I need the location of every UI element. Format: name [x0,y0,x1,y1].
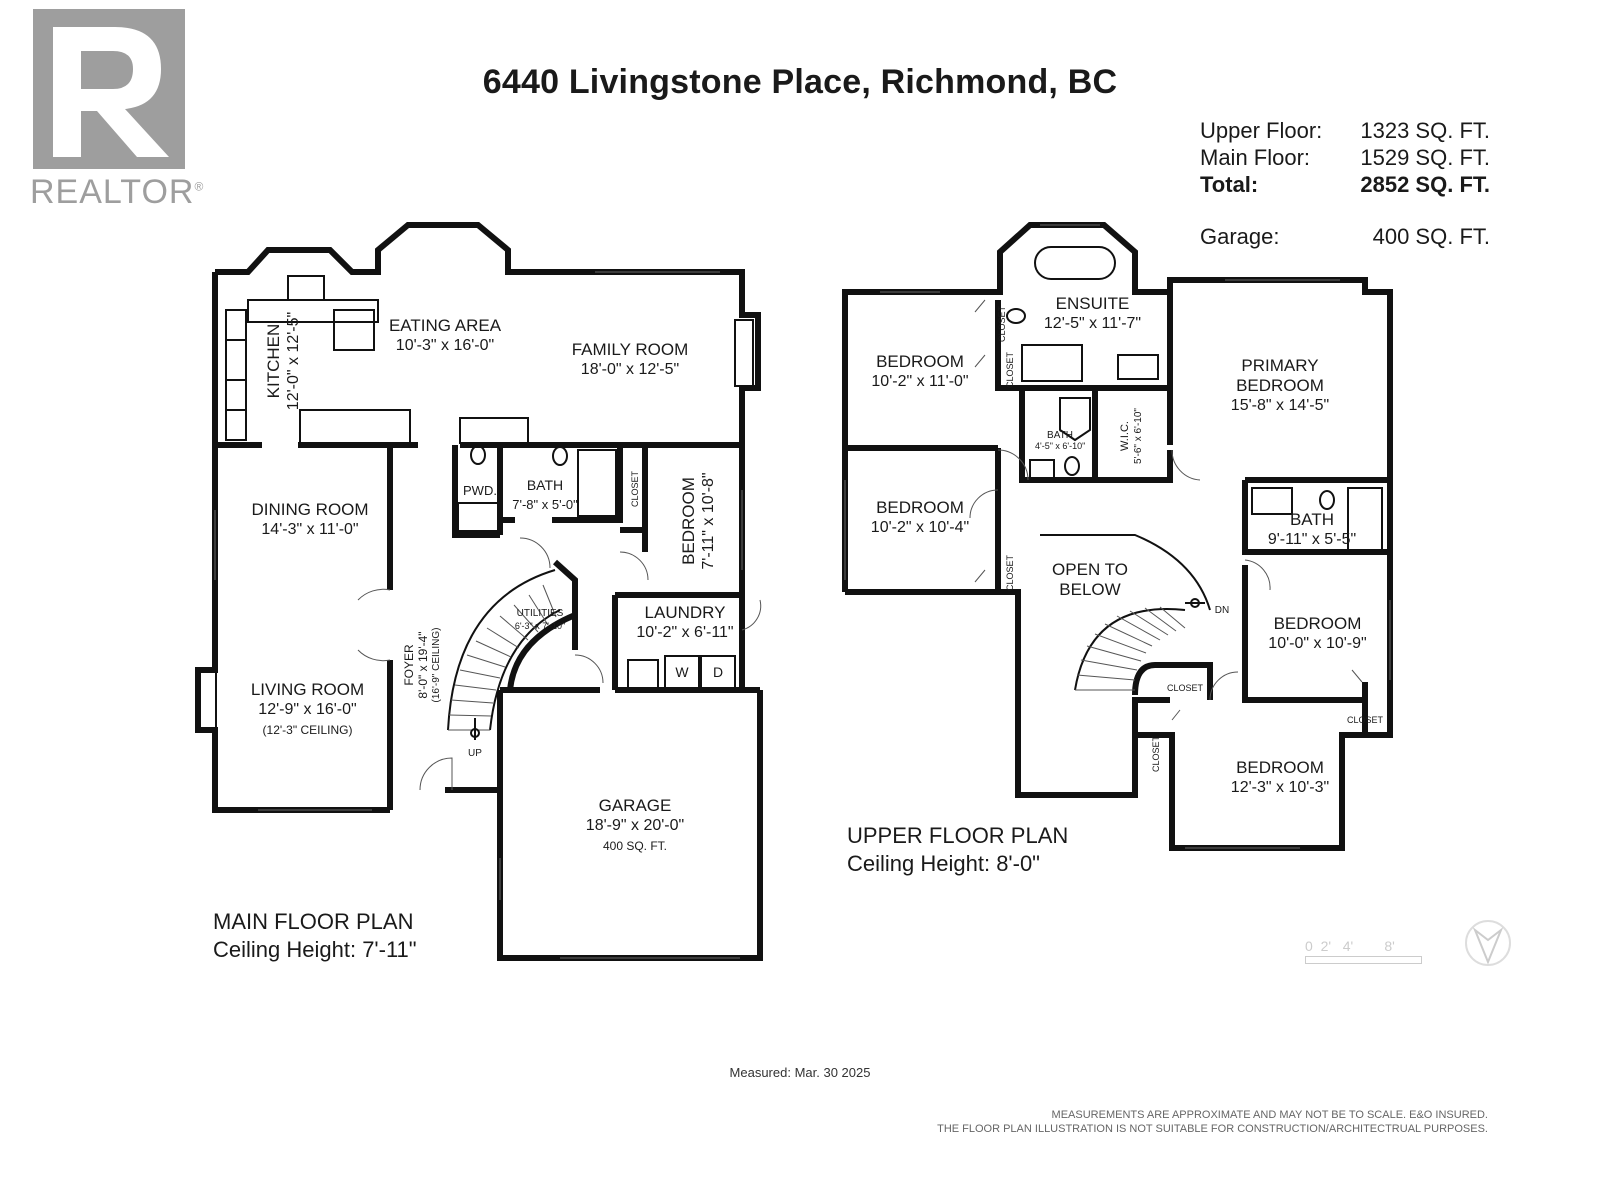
closet-bedroom-e: CLOSET [1346,715,1383,725]
main-floor-walls [195,222,763,961]
room-powder: PWD. [463,483,497,498]
closet-bedroom-w: CLOSET [1005,555,1015,592]
closet-ensuite-2: CLOSET [1005,352,1015,389]
realtor-logo-mark [33,9,185,169]
realtor-logo-text: REALTOR® [30,173,205,211]
disclaimer: MEASUREMENTS ARE APPROXIMATE AND MAY NOT… [937,1109,1488,1135]
stair-up-label: UP [468,748,482,759]
scale-bar: 0 2' 4' 8' [1305,938,1422,964]
area-row-total: Total:2852 SQ. FT. [1200,172,1490,197]
upper-floor-walls [842,222,1393,851]
area-row-upper: Upper Floor:1323 SQ. FT. [1200,118,1490,143]
area-row-main: Main Floor:1529 SQ. FT. [1200,145,1490,170]
realtor-r-icon [33,9,185,169]
dryer-label: D [712,664,724,680]
room-wic: W.I.C.5'-6" x 6'-10" [1119,408,1144,464]
closet-stair: CLOSET [1166,683,1203,693]
room-main-closet: CLOSET [630,471,640,508]
closet-bedroom-s: CLOSET [1151,736,1161,773]
area-row-garage: Garage:400 SQ. FT. [1200,224,1490,249]
stair-down-label: DN [1214,605,1230,616]
page-title: 6440 Livingstone Place, Richmond, BC [482,63,1118,101]
north-arrow-icon [1463,918,1513,973]
measured-date: Measured: Mar. 30 2025 [729,1065,871,1080]
closet-ensuite-1: CLOSET [997,306,1007,343]
washer-label: W [675,664,689,680]
